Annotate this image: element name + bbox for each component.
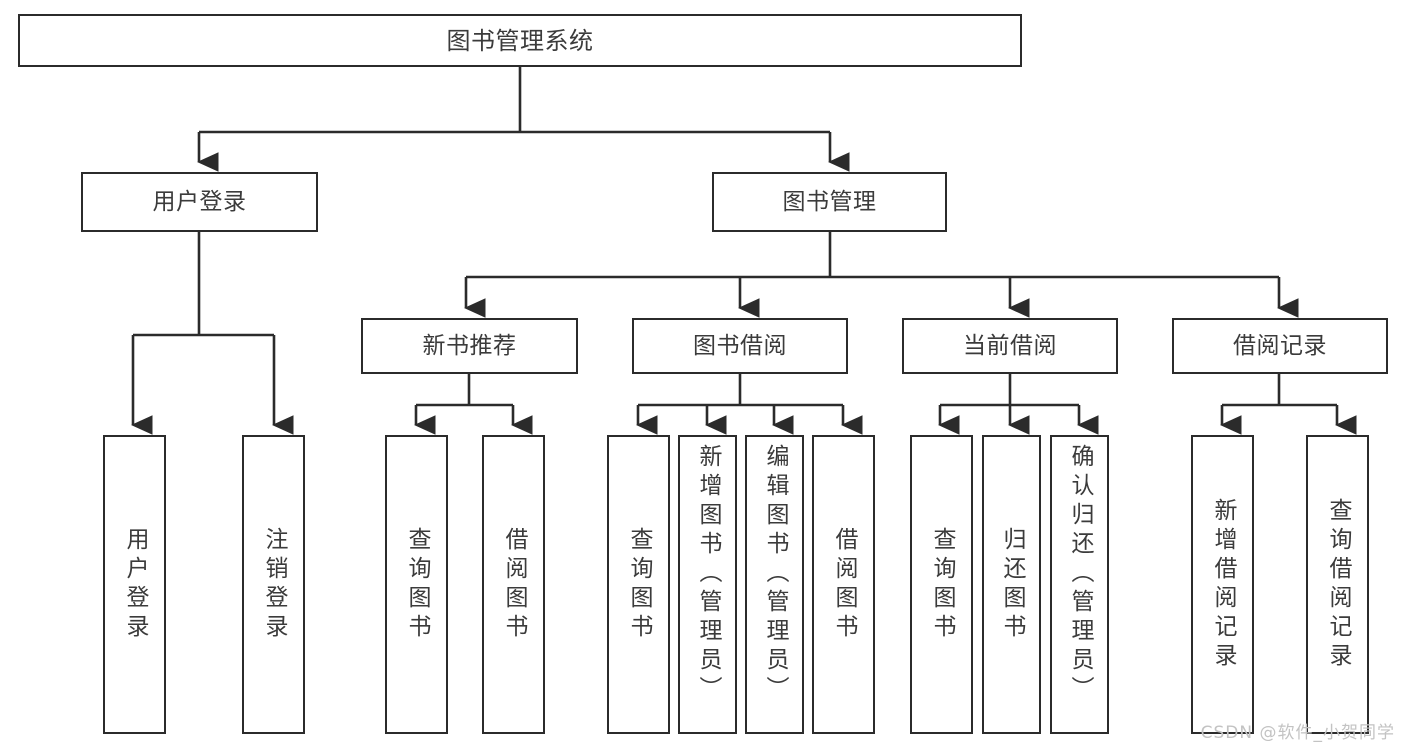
leaf-query-book-new[interactable]: 查询图书 (385, 435, 448, 734)
node-label: 当前借阅 (963, 332, 1057, 359)
leaf-add-book-admin[interactable]: 新增图书（管理员） (678, 435, 737, 734)
node-label: 查询图书 (929, 526, 955, 643)
node-label: 用户登录 (122, 526, 148, 643)
node-borrowing-records[interactable]: 借阅记录 (1172, 318, 1388, 374)
leaf-borrow-book-new[interactable]: 借阅图书 (482, 435, 545, 734)
node-root-book-management-system[interactable]: 图书管理系统 (18, 14, 1022, 67)
leaf-borrow-book[interactable]: 借阅图书 (812, 435, 875, 734)
node-label: 查询图书 (626, 526, 652, 643)
node-book-management[interactable]: 图书管理 (712, 172, 947, 232)
node-label: 确认归还（管理员） (1067, 444, 1093, 705)
node-label: 用户登录 (152, 188, 247, 215)
leaf-query-book-current[interactable]: 查询图书 (910, 435, 973, 734)
node-book-borrowing[interactable]: 图书借阅 (632, 318, 848, 374)
leaf-confirm-return-admin[interactable]: 确认归还（管理员） (1050, 435, 1109, 734)
leaf-logout[interactable]: 注销登录 (242, 435, 305, 734)
node-label: 注销登录 (261, 526, 287, 643)
node-user-login[interactable]: 用户登录 (81, 172, 318, 232)
node-label: 图书借阅 (693, 332, 787, 359)
node-label: 查询借阅记录 (1325, 497, 1351, 672)
leaf-return-book[interactable]: 归还图书 (982, 435, 1041, 734)
node-label: 借阅图书 (501, 526, 527, 643)
node-new-book-recommendation[interactable]: 新书推荐 (361, 318, 578, 374)
node-label: 查询图书 (404, 526, 430, 643)
node-label: 图书管理 (782, 188, 877, 215)
node-label: 借阅图书 (831, 526, 857, 643)
leaf-query-borrow-record[interactable]: 查询借阅记录 (1306, 435, 1369, 734)
node-label: 借阅记录 (1233, 332, 1327, 359)
leaf-edit-book-admin[interactable]: 编辑图书（管理员） (745, 435, 804, 734)
node-label: 新增借阅记录 (1210, 497, 1236, 672)
leaf-user-login[interactable]: 用户登录 (103, 435, 166, 734)
node-label: 新增图书（管理员） (695, 444, 721, 705)
node-label: 归还图书 (999, 526, 1025, 643)
node-label: 图书管理系统 (446, 26, 594, 55)
node-label: 编辑图书（管理员） (762, 444, 788, 705)
csdn-watermark: CSDN @软件_小贺同学 (1200, 723, 1395, 743)
leaf-add-borrow-record[interactable]: 新增借阅记录 (1191, 435, 1254, 734)
node-current-borrowing[interactable]: 当前借阅 (902, 318, 1118, 374)
leaf-query-book-borrow[interactable]: 查询图书 (607, 435, 670, 734)
node-label: 新书推荐 (422, 332, 517, 359)
